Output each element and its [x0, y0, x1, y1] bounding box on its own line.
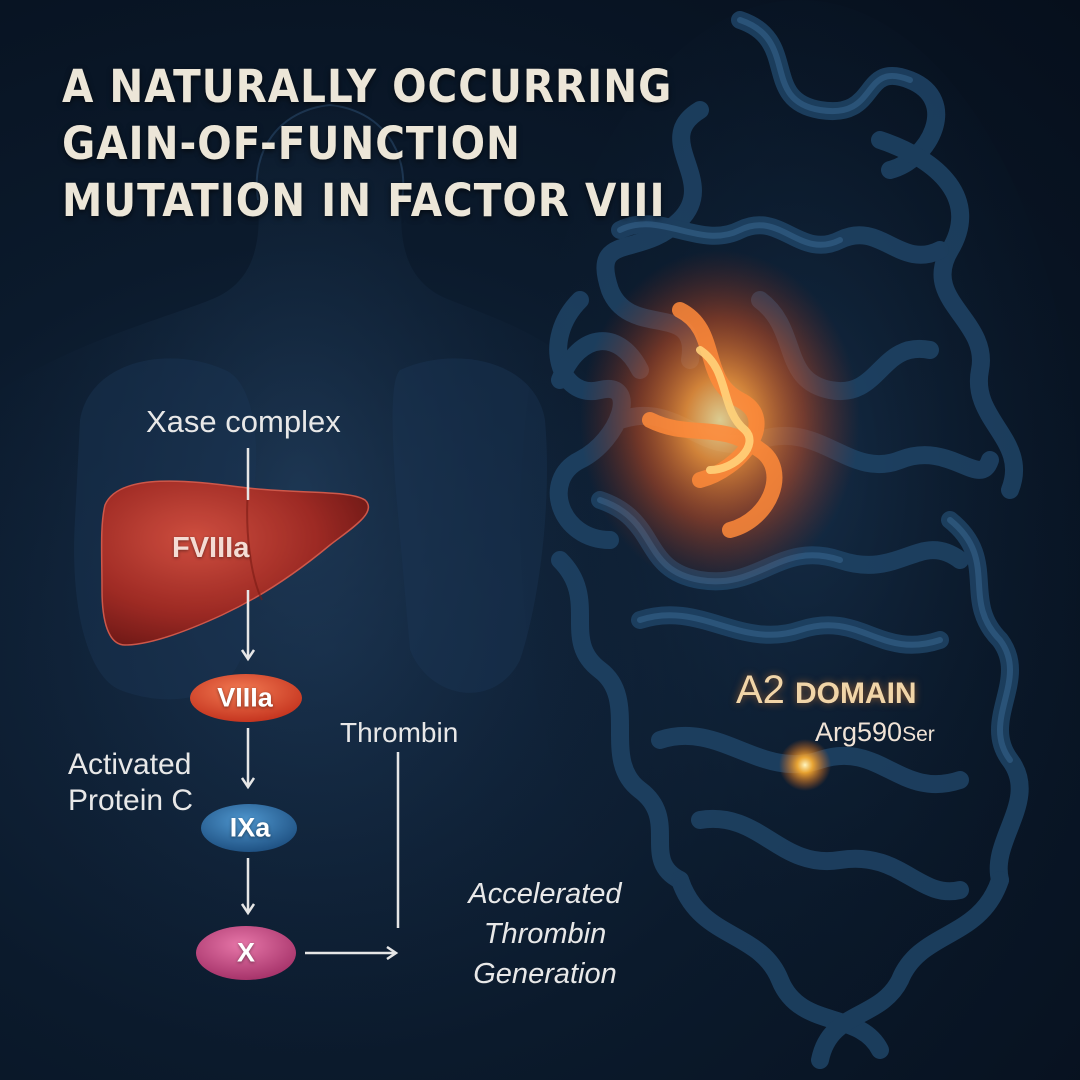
- a2-domain-label: A2 DOMAIN: [736, 668, 917, 713]
- mutation-site-glow: [779, 739, 831, 791]
- thrombin-label: Thrombin: [340, 717, 459, 748]
- result-line-1: Accelerated: [468, 878, 622, 910]
- activated-protein-c-label: Activated Protein C: [68, 747, 193, 819]
- ixa-label: IXa: [229, 812, 271, 843]
- xase-complex-label: Xase complex: [146, 404, 341, 439]
- viiia-node: [190, 674, 302, 722]
- viiia-label: VIIIa: [217, 682, 273, 713]
- mutation-main: Arg590: [815, 717, 903, 747]
- factor-viii-protein: [520, 0, 1080, 1069]
- mutation-label: Arg590Ser: [815, 717, 935, 748]
- page-title: A NATURALLY OCCURRING GAIN-OF-FUNCTION M…: [62, 58, 673, 229]
- apc-line-2: Protein C: [68, 784, 194, 817]
- mutation-sub: Ser: [902, 723, 935, 746]
- ixa-node: [201, 804, 297, 852]
- title-line-1: A NATURALLY OCCURRING: [62, 60, 673, 113]
- result-line-3: Generation: [473, 958, 617, 990]
- accelerated-thrombin-generation-label: Accelerated Thrombin Generation: [455, 874, 635, 994]
- a2-domain-word: DOMAIN: [794, 677, 917, 710]
- a2-domain-code: A2: [736, 668, 785, 712]
- x-label: X: [236, 937, 256, 968]
- apc-line-1: Activated: [68, 748, 192, 781]
- title-line-3: MUTATION IN FACTOR VIII: [62, 174, 666, 227]
- x-node: [196, 926, 296, 980]
- result-line-2: Thrombin: [483, 918, 607, 950]
- title-line-2: GAIN-OF-FUNCTION: [62, 117, 521, 170]
- fviiia-label: FVIIIa: [172, 532, 250, 564]
